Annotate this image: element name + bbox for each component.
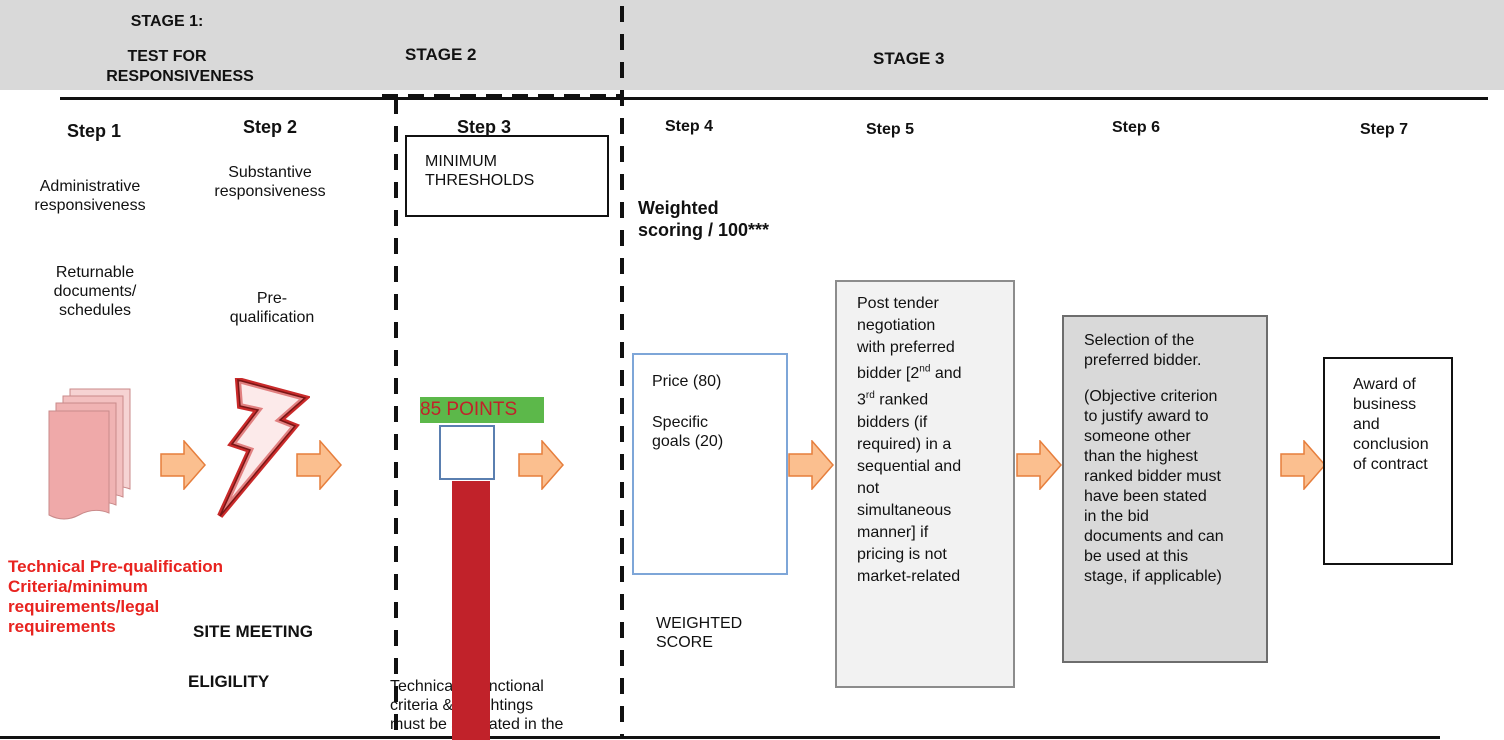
bidder-2nd-line: bidder [2nd and [857, 364, 962, 383]
bottom-rule [0, 736, 1440, 739]
post-tender-negotiation-box: Post tender negotiation with preferred b… [835, 280, 1015, 688]
stage3-label: STAGE 3 [873, 49, 945, 68]
award-contract-box: Award of business and conclusion of cont… [1323, 357, 1453, 565]
step3-label: Step 3 [457, 117, 512, 137]
arrow-step4-to-step5 [788, 440, 834, 490]
stage1-label-line2: TEST FOR [127, 48, 207, 65]
weighted-scoring-label: Weighted scoring / 100*** [638, 198, 770, 240]
threshold-gauge-top [439, 425, 495, 480]
arrow-step1-to-step2 [160, 440, 206, 490]
arrow-step5-to-step6 [1016, 440, 1062, 490]
step4-label: Step 4 [665, 118, 714, 135]
stage1-label-line1: STAGE 1: [130, 13, 204, 30]
top-rule [60, 97, 1488, 100]
step2-prequalification: Pre-qualification [229, 290, 315, 326]
arrow-step3-to-step4 [518, 440, 564, 490]
lightning-bolt-icon [217, 378, 310, 518]
documents-stack-icon [48, 388, 131, 520]
points-badge: 85 POINTS [420, 397, 544, 423]
eligility-label: ELIGILITY [188, 672, 270, 691]
minimum-thresholds-box: MINIMUM THRESHOLDS [405, 135, 609, 217]
step2-label: Step 2 [243, 117, 298, 137]
stage-header-band [0, 0, 1504, 90]
arrow-step2-to-step3 [296, 440, 342, 490]
step6-label: Step 6 [1112, 119, 1161, 136]
functional-criteria-text: Technical / Functional criteria & weight… [390, 678, 564, 733]
stage1-label-line3: RESPONSIVENESS [106, 68, 254, 85]
step5-label: Step 5 [866, 121, 915, 138]
preferred-bidder-selection-box: Selection of the preferred bidder. (Obje… [1062, 315, 1268, 663]
stage2-label: STAGE 2 [405, 45, 477, 64]
arrow-step6-to-step7 [1280, 440, 1326, 490]
step1-label: Step 1 [67, 121, 122, 141]
threshold-gauge-bar-overlay [452, 672, 490, 736]
price-goals-box: Price (80) Specific goals (20) [632, 353, 788, 575]
site-meeting-label: SITE MEETING [193, 622, 313, 641]
step7-label: Step 7 [1360, 121, 1409, 138]
technical-prequalification-text: Technical Pre-qualification Criteria/min… [8, 557, 224, 636]
weighted-score-label: WEIGHTED SCORE [656, 615, 743, 651]
